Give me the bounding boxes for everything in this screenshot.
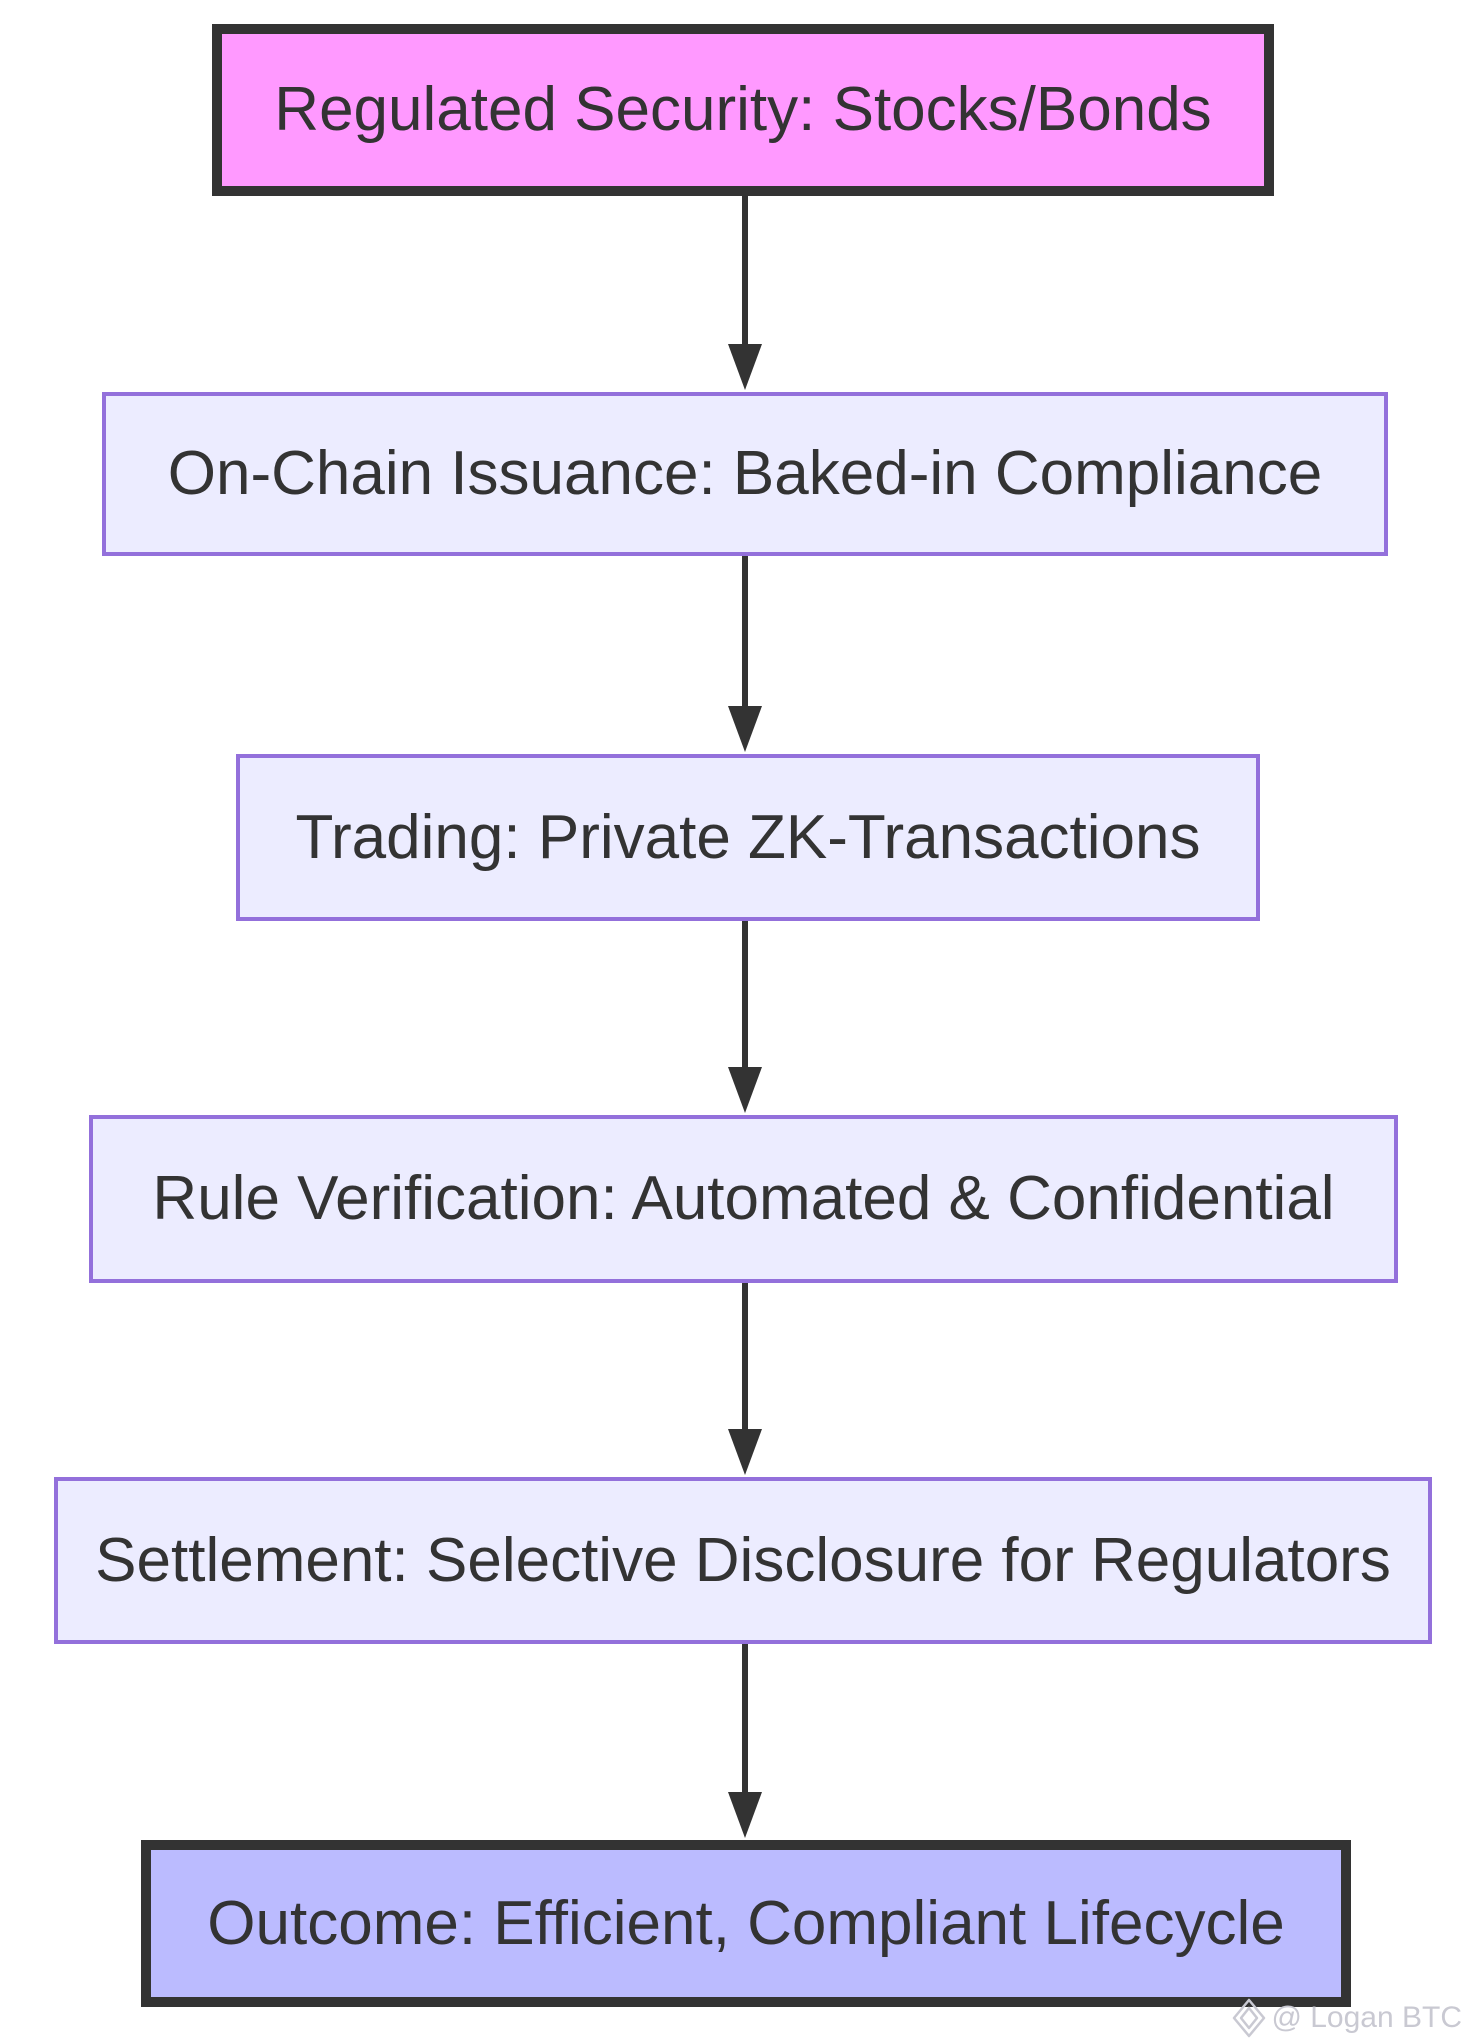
- edge-line-security-to-issuance: [742, 196, 748, 344]
- arrowhead-icon: [728, 1792, 762, 1838]
- arrowhead-icon: [728, 706, 762, 752]
- diamond-gem-icon: [1232, 1998, 1266, 2038]
- arrowhead-icon: [728, 1067, 762, 1113]
- flowchart-node-rule-verification: Rule Verification: Automated & Confident…: [89, 1115, 1398, 1283]
- edge-line-settlement-to-outcome: [742, 1644, 748, 1792]
- flowchart-node-regulated-security: Regulated Security: Stocks/Bonds: [212, 24, 1274, 196]
- flowchart-node-settlement: Settlement: Selective Disclosure for Reg…: [54, 1477, 1432, 1644]
- watermark: @ Logan BTC: [1232, 1998, 1462, 2038]
- flowchart-node-trading: Trading: Private ZK-Transactions: [236, 754, 1260, 921]
- arrowhead-icon: [728, 344, 762, 390]
- arrowhead-icon: [728, 1429, 762, 1475]
- edge-line-trading-to-verification: [742, 921, 748, 1067]
- edge-line-verification-to-settlement: [742, 1283, 748, 1429]
- flowchart-node-outcome: Outcome: Efficient, Compliant Lifecycle: [141, 1840, 1351, 2007]
- watermark-text: @ Logan BTC: [1271, 2001, 1462, 2034]
- flowchart-node-onchain-issuance: On-Chain Issuance: Baked-in Compliance: [102, 392, 1388, 556]
- edge-line-issuance-to-trading: [742, 556, 748, 706]
